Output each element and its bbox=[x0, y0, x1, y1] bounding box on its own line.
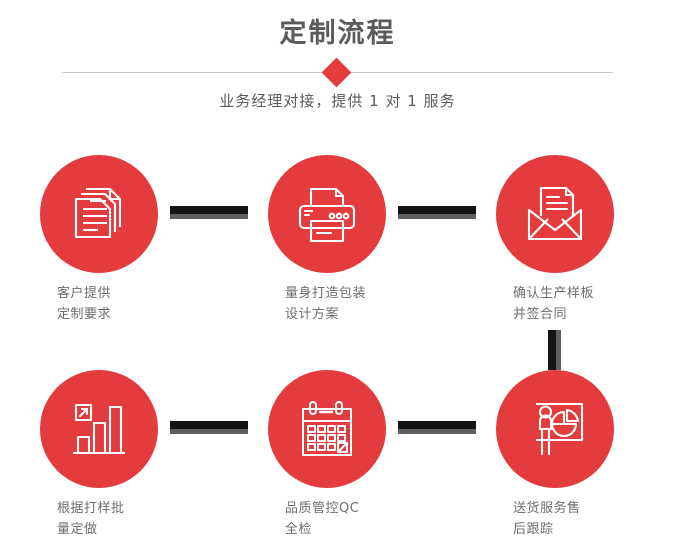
step-icon-circle-2 bbox=[268, 155, 386, 273]
connector-step4-step5 bbox=[170, 421, 248, 434]
connector-shadow bbox=[398, 214, 476, 219]
connector-step3-step4-vertical bbox=[548, 330, 561, 370]
page-subtitle: 业务经理对接，提供 1 对 1 服务 bbox=[219, 92, 456, 110]
step-caption-6: 送货服务售 后跟踪 bbox=[513, 501, 581, 537]
connector-bar bbox=[170, 206, 248, 214]
connector-step2-step3 bbox=[398, 206, 476, 219]
connector-bar bbox=[398, 206, 476, 214]
connector-bar bbox=[548, 330, 556, 370]
diamond-icon bbox=[321, 57, 352, 88]
connector-bar bbox=[398, 421, 476, 429]
step-caption-2: 量身打造包装 设计方案 bbox=[285, 286, 367, 322]
connector-shadow bbox=[398, 429, 476, 434]
connector-step5-step6 bbox=[398, 421, 476, 434]
step-icon-circle-1 bbox=[40, 155, 158, 273]
connector-shadow bbox=[170, 214, 248, 219]
header-divider bbox=[62, 57, 613, 88]
step-caption-5: 品质管控QC 全检 bbox=[285, 501, 360, 537]
envelope-letter-icon bbox=[521, 180, 589, 248]
connector-shadow bbox=[170, 429, 248, 434]
connector-shadow bbox=[556, 330, 561, 370]
step-icon-circle-6 bbox=[496, 370, 614, 488]
step-icon-circle-5 bbox=[268, 370, 386, 488]
step-caption-1: 客户提供 定制要求 bbox=[57, 286, 112, 322]
step-icon-circle-4 bbox=[40, 370, 158, 488]
step-caption-3: 确认生产样板 并签合同 bbox=[513, 286, 595, 322]
bar-chart-growth-icon bbox=[67, 397, 131, 461]
step-icon-circle-3 bbox=[496, 155, 614, 273]
documents-stack-icon bbox=[66, 181, 132, 247]
page-title: 定制流程 bbox=[279, 18, 396, 49]
calendar-check-icon bbox=[295, 397, 359, 461]
connector-bar bbox=[170, 421, 248, 429]
presenter-piechart-icon bbox=[522, 396, 588, 462]
step-caption-4: 根据打样批 量定做 bbox=[57, 501, 125, 537]
printer-icon bbox=[293, 180, 361, 248]
connector-step1-step2 bbox=[170, 206, 248, 219]
